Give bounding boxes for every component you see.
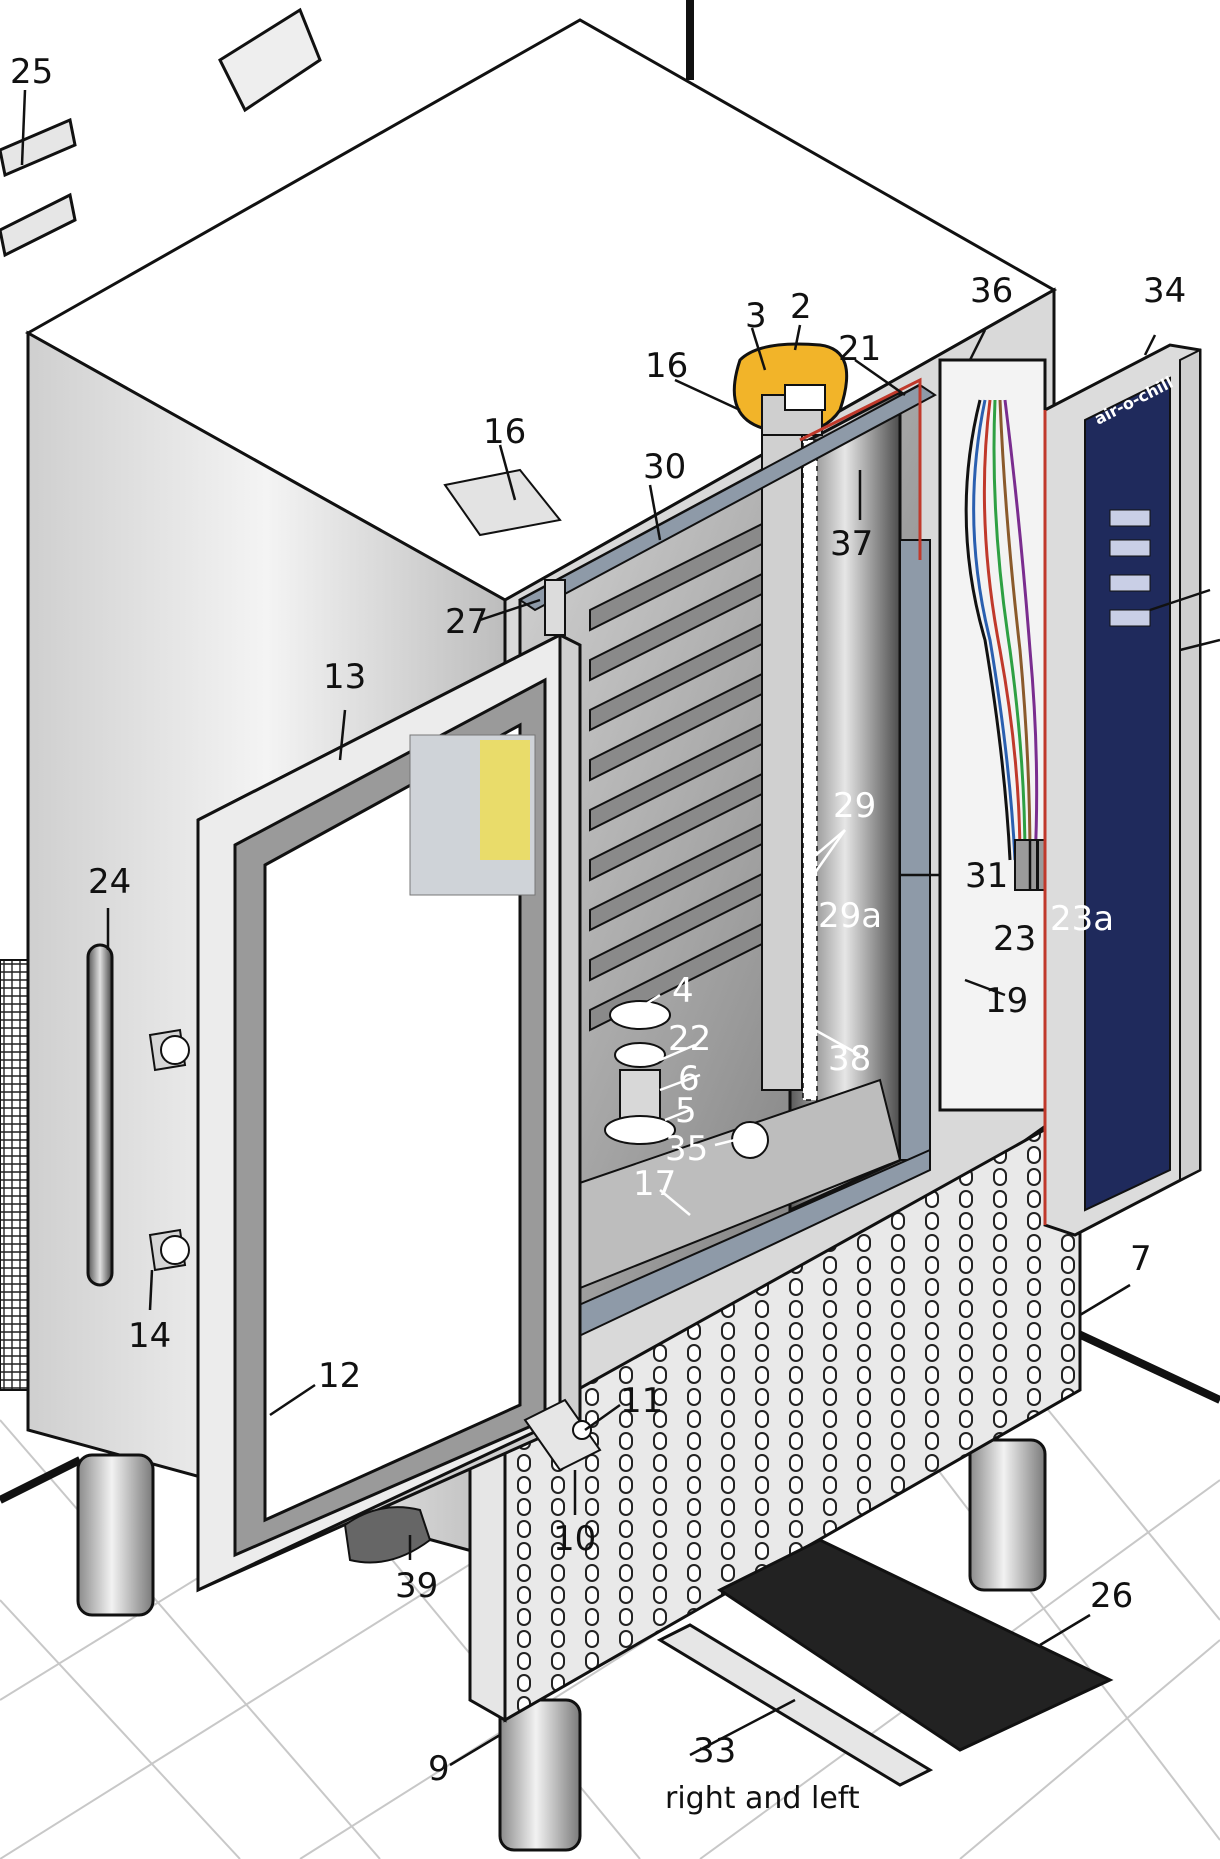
label-38: 38 [828,1039,871,1079]
label-9: 9 [428,1749,450,1789]
top-hinge-plate [443,468,562,537]
wall-lines [0,0,1220,1504]
side-gasket [899,539,931,1161]
rack-slots [802,439,818,1101]
label-34: 34 [1143,271,1186,311]
label-3: 3 [745,296,767,336]
label-12: 12 [318,1356,361,1396]
label-16-hinge: 16 [483,412,526,452]
label-33: 33 [693,1731,736,1771]
label-37: 37 [830,524,873,564]
handle-mounts [148,1028,190,1272]
label-27: 27 [445,602,488,642]
bottom-hinge [523,1398,602,1472]
control-panel: air-o-chill [1043,343,1202,1237]
label-29a: 29a [818,896,882,936]
label-25: 25 [10,52,53,92]
tray-slide-rails [656,1623,934,1787]
label-10: 10 [553,1519,596,1559]
condenser-coil [0,959,31,1391]
label-19: 19 [985,981,1028,1021]
label-16-top: 16 [645,346,688,386]
label-36: 36 [970,271,1013,311]
label-39: 39 [395,1566,438,1606]
label-14: 14 [128,1316,171,1356]
panel-side-rail [1179,348,1201,1182]
drain-parts [604,1000,769,1159]
leader-lines [20,89,1220,1767]
label-5: 5 [675,1091,697,1131]
label-17: 17 [633,1164,676,1204]
label-21: 21 [838,329,881,369]
label-22: 22 [668,1019,711,1059]
label-7: 7 [1130,1239,1152,1279]
label-11: 11 [620,1381,663,1421]
callout-labels: 25 3 2 16 21 36 34 16 30 37 27 13 29 29a… [10,52,1186,1816]
label-4: 4 [672,971,694,1011]
fan-motor [732,342,849,436]
label-30: 30 [643,447,686,487]
label-31: 31 [965,856,1008,896]
hinge-pin [544,579,566,636]
rack-upright [761,429,803,1091]
wiring-harness [964,399,1039,861]
label-35: 35 [665,1129,708,1169]
label-23: 23 [993,919,1036,959]
hinge-screw [572,1420,592,1440]
door-frame-gasket [518,383,937,612]
terminal-block-23 [1014,839,1038,891]
label-26: 26 [1090,1576,1133,1616]
label-6: 6 [678,1059,700,1099]
label-13: 13 [323,657,366,697]
heater-cable [799,377,922,560]
door-handle [86,943,114,1287]
caption-right-and-left: right and left [665,1781,860,1816]
label-24: 24 [88,862,131,902]
legs [76,1438,1047,1852]
label-29: 29 [833,786,876,826]
top-bracket [218,7,322,113]
warning-label-yellow [480,740,530,860]
drip-tray [717,1538,1114,1752]
door [196,632,582,1593]
panel-display [1109,509,1151,627]
label-23a: 23a [1050,899,1114,939]
label-2: 2 [790,287,812,327]
wall-bracket [0,117,77,258]
